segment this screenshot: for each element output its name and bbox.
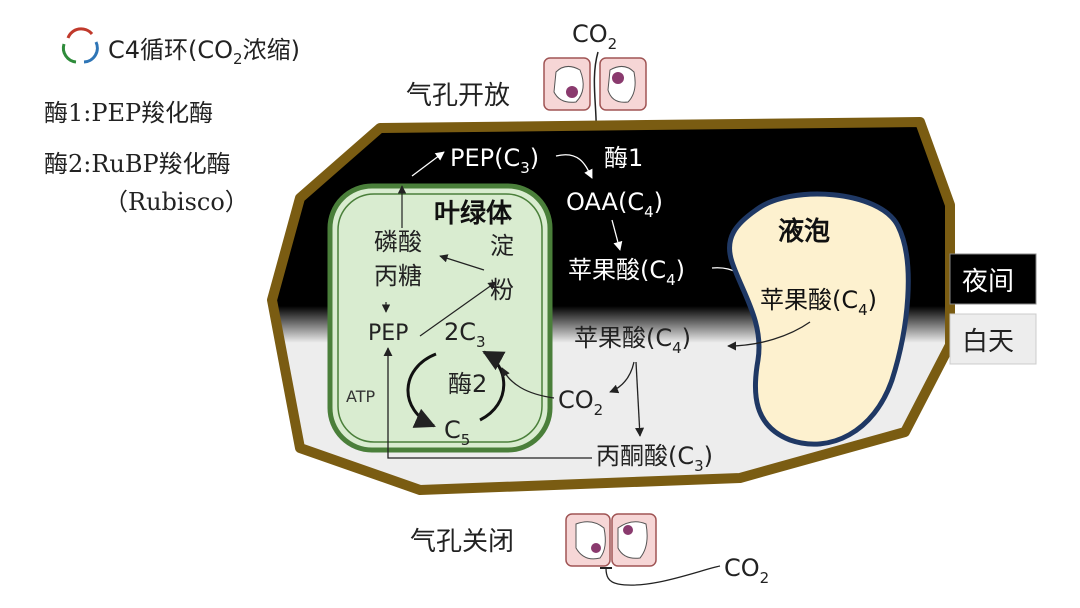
vacuole-malate: 苹果酸(C4)	[760, 286, 877, 319]
enzyme1-legend: 酶1:PEP羧化酶	[44, 99, 213, 127]
triose-phosphate-line1: 磷酸	[374, 228, 422, 256]
calvin-arc-right	[479, 350, 506, 422]
enzyme1-label: 酶1	[604, 144, 643, 172]
malate-day: 苹果酸(C4)	[574, 324, 691, 357]
co2-bottom-label: CO2	[724, 554, 769, 587]
starch-line1: 淀	[490, 232, 514, 260]
legend-title: C4循环(CO2浓缩)	[108, 36, 300, 68]
starch-line2: 粉	[490, 276, 514, 304]
co2-day: CO2	[558, 386, 603, 419]
triose-phosphate-line2: 丙糖	[374, 262, 422, 290]
enzyme2-legend: 酶2:RuBP羧化酶	[44, 150, 231, 178]
chloroplast	[327, 183, 553, 453]
day-legend	[949, 313, 1037, 365]
cycle-icon	[61, 27, 99, 64]
two-c3: 2C3	[444, 318, 486, 351]
vacuole	[727, 191, 911, 447]
oaa-c4: OAA(C4)	[566, 188, 663, 221]
day-label: 白天	[962, 327, 1014, 357]
stoma-open-label: 气孔开放	[406, 81, 510, 111]
pyruvate-c3: 丙酮酸(C3)	[596, 442, 713, 475]
night-legend	[949, 253, 1037, 305]
atp-label: ATP	[346, 387, 375, 406]
stoma-closed-label: 气孔关闭	[410, 527, 514, 557]
calvin-arc-left	[406, 352, 437, 428]
night-label: 夜间	[962, 267, 1014, 297]
pep-c3-night: PEP(C3)	[450, 144, 539, 177]
chloroplast-title: 叶绿体	[434, 199, 513, 229]
enzyme2-label: 酶2	[448, 370, 487, 398]
co2-top-label: CO2	[572, 20, 617, 53]
c5: C5	[444, 416, 470, 449]
open-stoma-icon	[543, 57, 647, 111]
closed-stoma-icon	[565, 513, 657, 567]
pep-chloroplast: PEP	[368, 321, 408, 346]
enzyme2-alias: （Rubisco）	[104, 188, 249, 216]
malate-night: 苹果酸(C4)	[568, 256, 685, 289]
vacuole-title: 液泡	[778, 217, 830, 247]
